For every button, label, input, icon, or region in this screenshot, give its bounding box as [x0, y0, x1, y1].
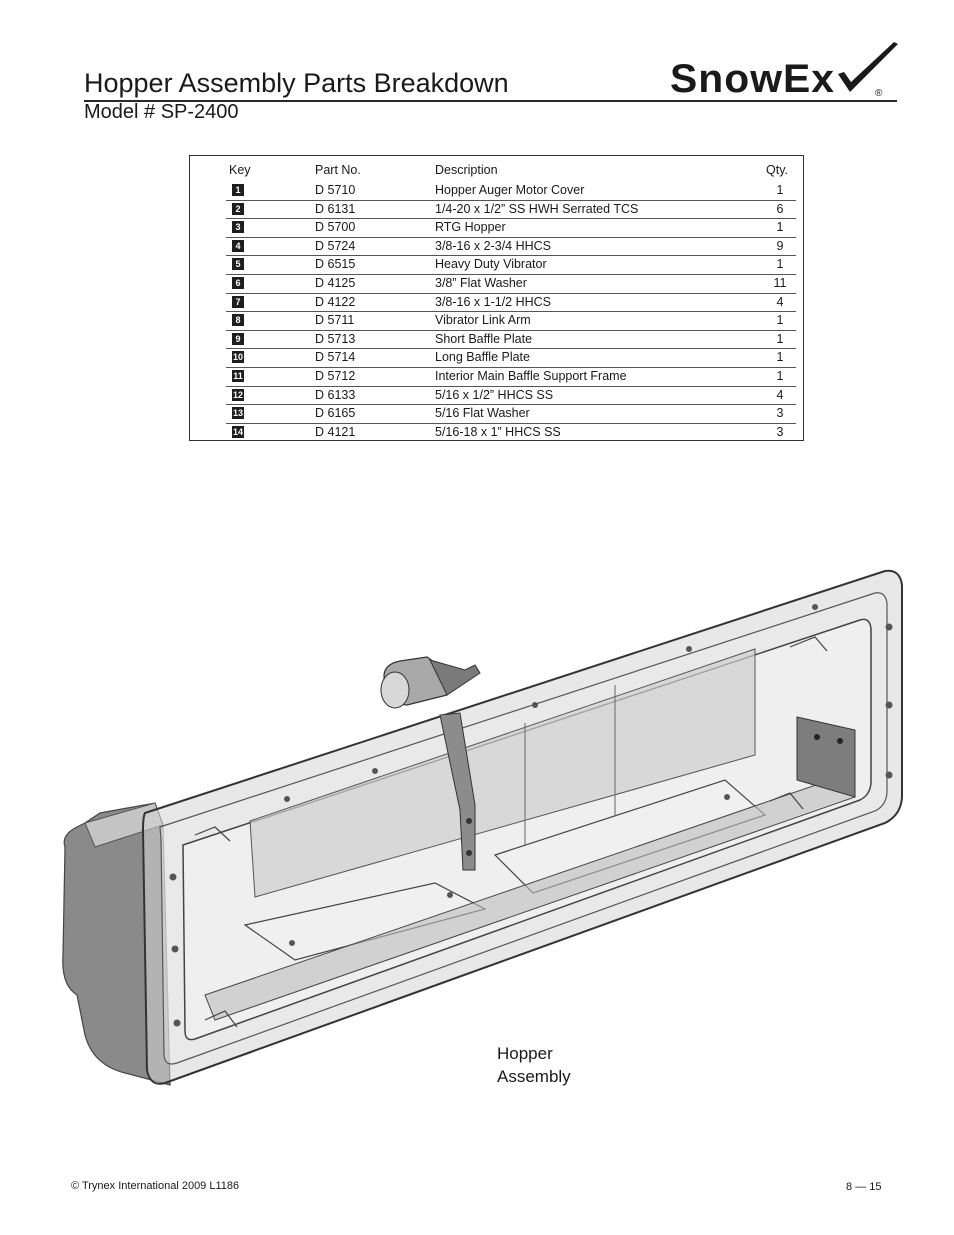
caption-line-1: Hopper: [497, 1044, 553, 1063]
key-number-badge: 7: [232, 295, 244, 308]
part-quantity: 1: [776, 220, 784, 235]
key-number-badge: 12: [232, 388, 244, 401]
part-number: D 4125: [315, 276, 356, 290]
part-description: Short Baffle Plate: [435, 331, 533, 346]
part-quantity: 9: [776, 238, 784, 253]
back-wall: [249, 648, 756, 898]
part-number: D 5713: [315, 331, 356, 346]
part-description: 3/8-16 x 2-3/4 HHCS: [435, 238, 552, 253]
col-header-desc: Description: [435, 163, 498, 177]
table-row: 1 D 5710 Hopper Auger Motor Cover 1: [226, 181, 796, 201]
table-row: 9 D 5713 Short Baffle Plate 1: [226, 330, 796, 350]
part-description: Interior Main Baffle Support Frame: [435, 369, 627, 383]
table-row: 4 D 5724 3/8-16 x 2-3/4 HHCS 9: [226, 237, 796, 257]
page-title: Hopper Assembly Parts Breakdown: [84, 68, 509, 98]
rim-bolts: [169, 604, 893, 1027]
part-description: Long Baffle Plate: [435, 350, 530, 365]
table-row: 13 D 6165 5/16 Flat Washer 3: [226, 404, 796, 424]
snowex-logo: SnowEx ®: [670, 42, 898, 100]
part-description: 5/16 Flat Washer: [435, 406, 530, 421]
table-row: 11 D 5712 Interior Main Baffle Support Fra…: [226, 367, 796, 387]
part-number: D 5711: [315, 313, 355, 328]
part-number: D 5712: [315, 369, 356, 383]
drawing-caption: Hopper Assembly: [497, 1042, 571, 1088]
part-number: D 4121: [315, 424, 356, 439]
part-number: D 6165: [315, 406, 356, 421]
key-number-badge: 3: [232, 221, 244, 234]
table-row: 10 D 5714 Long Baffle Plate 1: [226, 348, 796, 368]
key-number-badge: 13: [232, 407, 244, 420]
part-description: RTG Hopper: [435, 220, 506, 235]
checkmark-icon: [838, 42, 898, 92]
key-number-badge: 14: [232, 425, 244, 438]
table-row: 14 D 4121 5/16-18 x 1” HHCS SS 3: [226, 423, 796, 442]
part-number: D 6133: [315, 387, 356, 402]
hopper-assembly-drawing: [62, 569, 903, 1086]
part-quantity: 1: [776, 257, 784, 272]
part-quantity: 1: [776, 331, 784, 346]
vibrator-link-arm: [439, 712, 476, 871]
model-number: Model # SP-2400: [84, 101, 239, 123]
part-quantity: 4: [776, 294, 784, 309]
logo-wordmark: SnowEx: [670, 57, 835, 100]
part-description: 1/4-20 x 1/2” SS HWH Serrated TCS: [435, 201, 639, 216]
part-number: D 5714: [315, 350, 356, 365]
table-row: 12 D 6133 5/16 x 1/2” HHCS SS 4: [226, 386, 796, 406]
part-number: D 5700: [315, 220, 356, 235]
table-row: 8 D 5711 Vibrator Link Arm 1: [226, 311, 796, 331]
part-description: Vibrator Link Arm: [435, 313, 531, 328]
part-quantity: 11: [773, 276, 787, 290]
footer-copyright: © Trynex International 2009 L1186: [71, 1180, 240, 1192]
part-description: 3/8-16 x 1-1/2 HHCS: [435, 294, 552, 309]
caption-line-2: Assembly: [497, 1067, 571, 1086]
key-number-badge: 1: [232, 184, 244, 196]
table-row: 2 D 6131 1/4-20 x 1/2” SS HWH Serrated TCS…: [226, 200, 796, 220]
key-number-badge: 8: [232, 314, 244, 327]
col-header-qty: Qty.: [766, 163, 788, 177]
part-number: D 6131: [315, 201, 356, 216]
table-row: 7 D 4122 3/8-16 x 1-1/2 HHCS 4: [226, 293, 796, 313]
part-number: D 4122: [315, 294, 356, 309]
support-bracket: [796, 716, 856, 798]
part-quantity: 1: [776, 183, 784, 197]
key-number-badge: 5: [232, 258, 244, 271]
part-description: 3/8” Flat Washer: [435, 276, 527, 290]
part-quantity: 1: [776, 369, 784, 383]
footer-page-number: 8 — 15: [846, 1181, 882, 1193]
col-header-part: Part No.: [315, 163, 361, 177]
part-quantity: 6: [776, 201, 784, 216]
col-header-key: Key: [229, 163, 251, 177]
part-quantity: 4: [776, 387, 784, 402]
key-number-badge: 4: [232, 239, 244, 252]
registered-mark: ®: [875, 88, 883, 99]
part-description: Hopper Auger Motor Cover: [435, 183, 585, 197]
table-row: 5 D 6515 Heavy Duty Vibrator 1: [226, 255, 796, 275]
key-number-badge: 11: [232, 370, 244, 382]
part-quantity: 1: [776, 313, 784, 328]
part-number: D 5710: [315, 183, 356, 197]
part-quantity: 1: [776, 350, 784, 365]
table-row: 3 D 5700 RTG Hopper 1: [226, 218, 796, 238]
part-number: D 5724: [315, 238, 356, 253]
title-rule: [84, 100, 897, 102]
part-description: 5/16 x 1/2” HHCS SS: [435, 387, 554, 402]
key-number-badge: 2: [232, 202, 244, 215]
part-quantity: 3: [776, 424, 784, 439]
part-description: 5/16-18 x 1” HHCS SS: [435, 424, 561, 439]
part-number: D 6515: [315, 257, 356, 272]
key-number-badge: 6: [232, 277, 244, 289]
key-number-badge: 10: [232, 351, 244, 364]
parts-table: Key Part No. Description Qty. 1 D 5710 Hop…: [189, 155, 804, 441]
part-description: Heavy Duty Vibrator: [435, 257, 547, 272]
key-number-badge: 9: [232, 332, 244, 345]
part-quantity: 3: [776, 406, 784, 421]
table-row: 6 D 4125 3/8” Flat Washer 11: [226, 274, 796, 294]
